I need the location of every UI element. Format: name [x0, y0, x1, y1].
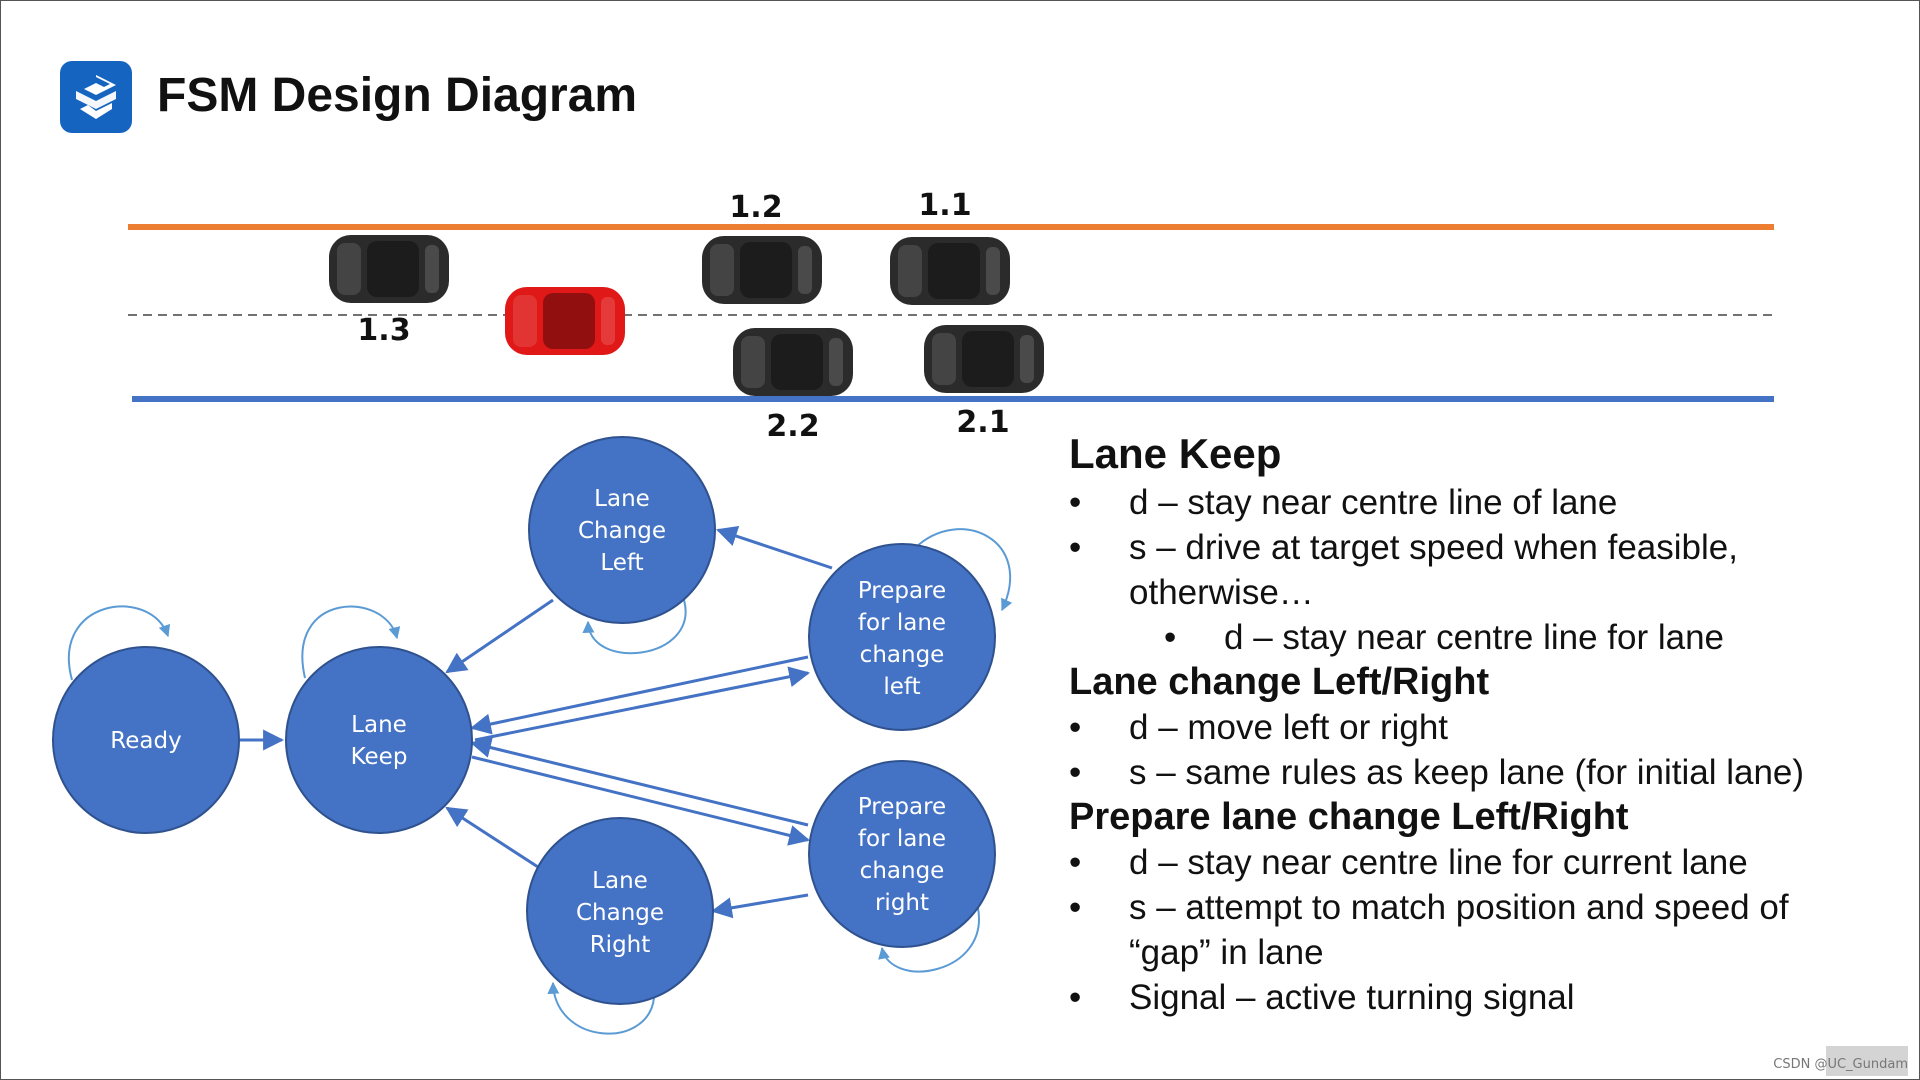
state-lane-change-right: Lane Change Right — [526, 817, 714, 1005]
state-prepare-right: Prepare for lane change right — [808, 760, 996, 948]
state-lane-change-right-label-3: Right — [590, 932, 651, 958]
self-loop-lane-keep — [301, 605, 401, 679]
state-prepare-right-label-4: right — [875, 890, 929, 916]
car-label-2-2: 2.2 — [766, 409, 819, 444]
state-prepare-left: Prepare for lane change left — [808, 543, 996, 731]
car-1-2 — [702, 236, 822, 304]
state-lane-keep-label-2: Keep — [351, 744, 408, 770]
state-lane-change-left-label-3: Left — [600, 550, 643, 576]
car-2-2 — [733, 328, 853, 396]
watermark-box — [1826, 1046, 1908, 1076]
edge-lane-change-left-to-lane-keep — [445, 598, 554, 674]
self-loop-lane-change-left — [582, 599, 687, 655]
state-prepare-right-label-3: change — [860, 858, 945, 884]
rules-heading-lane-change: Lane change Left/Right — [1069, 661, 1490, 703]
rules-heading-lane-keep: Lane Keep — [1069, 430, 1282, 477]
state-prepare-left-label-4: left — [883, 674, 920, 700]
edge-lane-keep-to-prepare-left — [474, 666, 811, 742]
self-loop-prepare-left — [914, 528, 1013, 612]
state-prepare-left-label-3: change — [860, 642, 945, 668]
car-ego — [505, 287, 625, 355]
state-lane-keep: Lane Keep — [285, 646, 473, 834]
state-lane-change-left: Lane Change Left — [528, 436, 716, 624]
state-prepare-left-label-1: Prepare — [858, 578, 946, 604]
edge-prepare-left-to-lane-keep — [469, 655, 809, 735]
self-loop-ready — [68, 605, 171, 681]
rules-item: d – stay near centre line for current la… — [1069, 840, 1869, 885]
state-prepare-right-label-1: Prepare — [858, 794, 946, 820]
rules-item: s – attempt to match position and speed … — [1069, 885, 1869, 975]
edge-lane-change-right-to-lane-keep — [445, 806, 539, 869]
self-loop-prepare-right — [878, 907, 980, 973]
self-loop-lane-change-right — [547, 981, 655, 1035]
rules-sub-item: d – stay near centre line for lane — [1069, 615, 1869, 660]
state-lane-keep-label-1: Lane — [351, 712, 407, 738]
edge-prepare-right-to-lane-change-right — [710, 893, 809, 919]
car-1-3 — [329, 235, 449, 303]
state-ready: Ready — [52, 646, 240, 834]
state-lane-change-right-label-2: Change — [576, 900, 664, 926]
state-ready-label: Ready — [110, 728, 181, 754]
car-2-1 — [924, 325, 1044, 393]
rules-item: d – move left or right — [1069, 705, 1869, 750]
car-label-1-1: 1.1 — [918, 188, 971, 223]
car-label-1-3: 1.3 — [357, 313, 410, 348]
rules-item: s – same rules as keep lane (for initial… — [1069, 750, 1869, 795]
edge-prepare-right-to-lane-keep — [469, 737, 809, 827]
s-logo-icon — [60, 61, 132, 133]
rules-panel: Lane Keep d – stay near centre line of l… — [1069, 428, 1869, 1020]
state-lane-change-left-label-2: Change — [578, 518, 666, 544]
edge-lane-keep-to-prepare-right — [471, 755, 811, 846]
car-label-1-2: 1.2 — [729, 190, 782, 225]
car-1-1 — [890, 237, 1010, 305]
state-prepare-left-label-2: for lane — [858, 610, 946, 636]
rules-item: d – stay near centre line of lane — [1069, 480, 1869, 525]
state-lane-change-right-label-1: Lane — [592, 868, 648, 894]
watermark-text: CSDN @UC_Gundam — [1773, 1057, 1908, 1072]
state-lane-change-left-label-1: Lane — [594, 486, 650, 512]
rules-heading-prepare: Prepare lane change Left/Right — [1069, 796, 1629, 838]
car-label-2-1: 2.1 — [956, 405, 1009, 440]
state-prepare-right-label-2: for lane — [858, 826, 946, 852]
rules-item: Signal – active turning signal — [1069, 975, 1869, 1020]
rules-item: s – drive at target speed when feasible,… — [1069, 525, 1869, 615]
page-title: FSM Design Diagram — [157, 69, 638, 122]
edge-prepare-left-to-lane-change-left — [716, 526, 833, 570]
